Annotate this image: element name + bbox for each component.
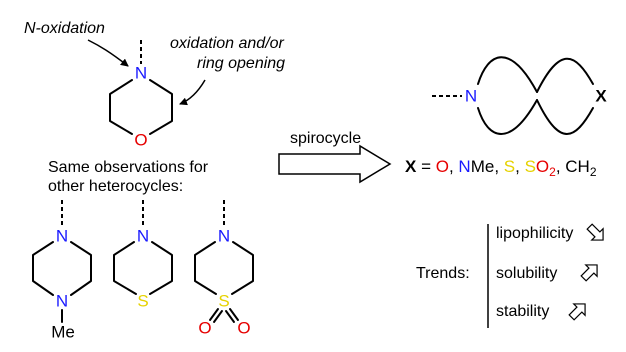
- trends-panel: Trends: lipophilicity solubility stabili…: [416, 223, 604, 328]
- arrow-down-icon: [586, 223, 604, 241]
- thiomorpholine-structure: N S: [113, 200, 173, 311]
- n-oxidation-label: N-oxidation: [24, 20, 105, 37]
- piperazine-top-nitrogen: N: [56, 227, 68, 246]
- arrow-up-icon: [568, 303, 586, 321]
- x-option-so2-s: S: [525, 157, 536, 176]
- spirocycle-arrow-label: spirocycle: [290, 130, 361, 147]
- arrow-up-icon: [580, 264, 598, 282]
- x-option-nme-n: N: [458, 157, 470, 176]
- x-option-o: O: [436, 157, 449, 176]
- separator: ,: [494, 157, 503, 176]
- sulfone-sulfur: S: [218, 292, 229, 311]
- n-oxidation-arrow: [87, 39, 129, 67]
- x-option-nme-me: Me: [471, 157, 495, 176]
- n-methylpiperazine-structure: N N Me: [32, 200, 92, 342]
- morpholine-nitrogen: N: [135, 64, 147, 83]
- x-option-so2-o: O: [536, 157, 549, 176]
- ring-opening-arrow: [179, 79, 206, 106]
- spirocycle-reaction-arrow: [278, 144, 392, 184]
- separator: ,: [515, 157, 524, 176]
- spirocycle-x-atom: X: [595, 87, 607, 106]
- sulfone-oxygen-right: O: [237, 319, 250, 338]
- separator: ,: [449, 157, 458, 176]
- x-option-ch2-subscript: 2: [590, 165, 597, 179]
- morpholine-structure: N O: [109, 40, 173, 150]
- observations-line2: other heterocycles:: [48, 178, 183, 195]
- trends-label: Trends:: [416, 265, 470, 282]
- observations-line1: Same observations for: [48, 159, 209, 176]
- x-option-so2-subscript: 2: [549, 165, 556, 179]
- x-symbol: X: [405, 157, 417, 176]
- thiomorpholine-sulfur: S: [137, 292, 148, 311]
- sulfone-nitrogen: N: [218, 227, 230, 246]
- oxidation-ring-opening-line1: oxidation and/or: [170, 35, 285, 52]
- x-definition: X = O, NMe, S, SO2, CH2: [405, 157, 597, 179]
- oxidation-ring-opening-line2: ring opening: [197, 55, 285, 72]
- thiomorpholine-dioxide-structure: N S O O: [194, 200, 254, 338]
- equals-sign: =: [416, 157, 435, 176]
- sulfone-oxygen-left: O: [198, 319, 211, 338]
- trend-lipophilicity-label: lipophilicity: [496, 225, 573, 242]
- piperazine-bottom-nitrogen: N: [56, 292, 68, 311]
- piperazine-methyl: Me: [51, 323, 75, 342]
- trend-stability-label: stability: [496, 303, 549, 320]
- separator: ,: [556, 157, 565, 176]
- morpholine-oxygen: O: [134, 131, 147, 150]
- x-option-ch2: CH: [565, 157, 590, 176]
- thiomorpholine-nitrogen: N: [137, 227, 149, 246]
- x-option-s: S: [504, 157, 515, 176]
- trend-solubility-label: solubility: [496, 265, 557, 282]
- spirocycle-nitrogen: N: [465, 87, 477, 106]
- spirocycle-structure: N X: [432, 56, 607, 135]
